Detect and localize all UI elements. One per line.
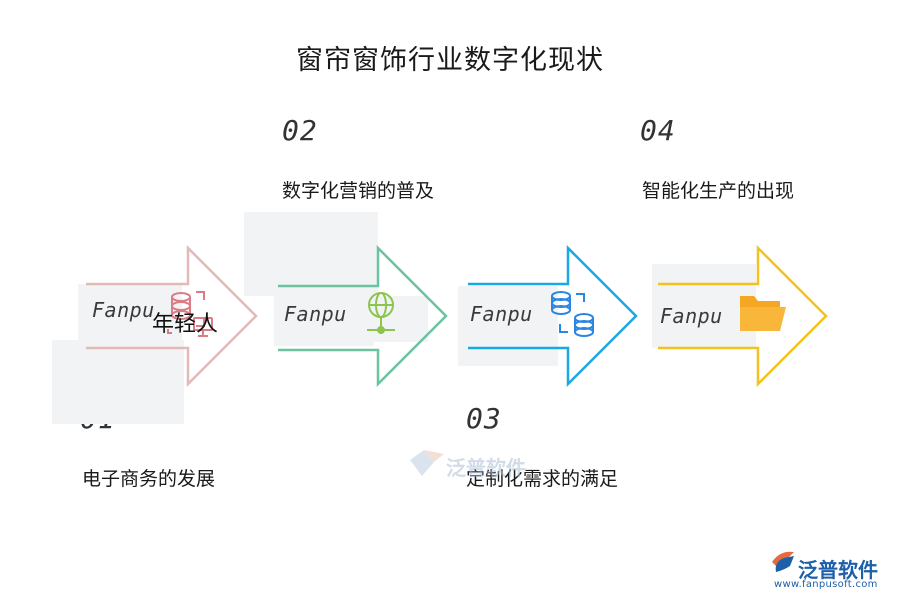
arrow-04 (658, 244, 828, 388)
arrow-03-outline (468, 244, 638, 388)
arrow-01 (86, 244, 258, 388)
arrow-02-outline (278, 244, 448, 388)
step-label-04: 智能化生产的出现 (642, 180, 795, 202)
placeholder-box (244, 212, 378, 296)
placeholder-text: Fanpu (470, 302, 533, 326)
step-number-02: 02 (282, 114, 318, 147)
step-label-01: 电子商务的发展 (82, 468, 216, 490)
placeholder-text: Fanpu (284, 302, 347, 326)
placeholder-text: Fanpu (92, 298, 155, 322)
arrow-01-outline (86, 244, 258, 388)
database-sync-icon (551, 291, 594, 337)
arrow-04-outline (658, 244, 828, 388)
placeholder-box (652, 264, 756, 348)
placeholder-box (348, 296, 428, 342)
step-number-04: 04 (640, 114, 676, 147)
arrow-03 (468, 244, 638, 388)
folder-icon (740, 296, 786, 331)
step-label-03: 定制化需求的满足 (466, 468, 619, 490)
brand-logo-icon (772, 551, 794, 572)
placeholder-box (458, 286, 558, 366)
placeholder-box (78, 284, 182, 340)
page-title: 窗帘窗饰行业数字化现状 (296, 45, 604, 76)
step-number-03: 03 (466, 402, 502, 435)
placeholder-box (52, 340, 184, 424)
brand-logo-name: 泛普软件 (798, 558, 878, 582)
step-label-02: 数字化营销的普及 (282, 180, 435, 202)
database-monitor-icon (167, 291, 213, 337)
globe-network-icon (367, 292, 395, 334)
placeholder-text: Fanpu (660, 304, 723, 328)
watermark-text: 泛普软件 (446, 456, 526, 480)
overlay-text: 年轻人 (152, 312, 219, 337)
arrow-02 (278, 244, 448, 388)
brand-logo-url: www.fanpusoft.com (774, 579, 878, 590)
watermark-logo-mark (410, 450, 444, 476)
